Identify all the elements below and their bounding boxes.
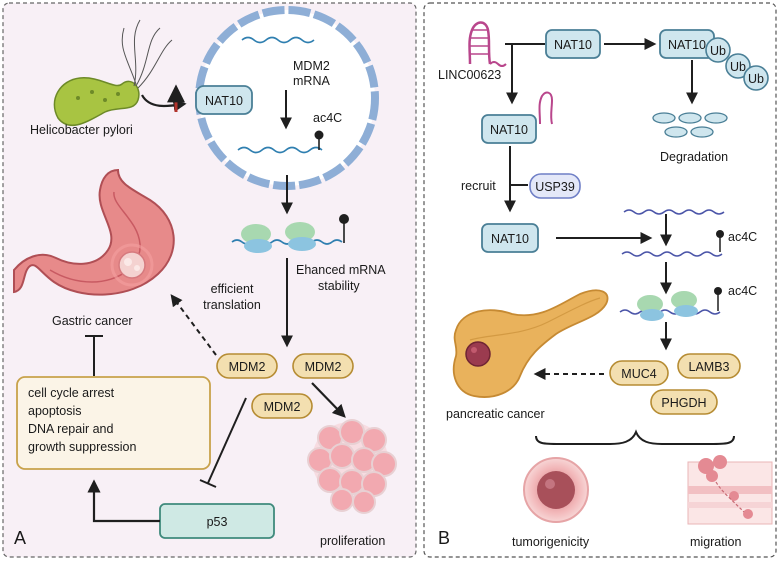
mdm2-pill-b — [292, 353, 354, 379]
mrna-strand-top — [241, 36, 315, 44]
efficient-translation-line2: translation — [203, 298, 261, 312]
degradation-label: Degradation — [660, 150, 728, 164]
lncrna-hairpin-icon — [468, 21, 507, 67]
migration-label: migration — [690, 535, 741, 549]
proliferation-cluster-icon — [307, 419, 397, 514]
brace-connector — [535, 429, 735, 445]
mdm2-inhibits-p53-bar — [199, 479, 217, 488]
tumorigenicity-label: tumorigenicity — [512, 535, 590, 549]
nat10-label-ub: NAT10 — [668, 38, 706, 52]
phgdh-label: PHGDH — [661, 396, 706, 410]
enhanced-stability-line1: Ehanced mRNA — [296, 263, 386, 277]
stomach-icon — [13, 168, 175, 296]
mdm2-pill-c — [251, 393, 313, 419]
ac4c-label-b1: ac4C — [728, 230, 757, 244]
outcome-line3: DNA repair and — [28, 422, 114, 436]
lamb3-label: LAMB3 — [689, 360, 730, 374]
linc00623-label: LINC00623 — [438, 68, 501, 82]
usp39-box — [529, 173, 581, 199]
nat10-label-top: NAT10 — [554, 38, 592, 52]
mdm2-pill-a — [216, 353, 278, 379]
recruit-label: recruit — [461, 179, 496, 193]
ub-circle-3 — [743, 65, 769, 91]
gastric-cancer-label: Gastric cancer — [52, 314, 133, 328]
mdm2-mrna-line1: MDM2 — [293, 59, 330, 73]
nat10-box-mid — [481, 223, 539, 253]
panel-a-letter: A — [14, 528, 26, 548]
panel-b-letter: B — [438, 528, 450, 548]
mdm2-label-b: MDM2 — [305, 360, 342, 374]
ub-circle-2 — [725, 53, 751, 79]
mdm2-label-c: MDM2 — [264, 400, 301, 414]
ribosome-b-icon — [619, 287, 722, 321]
usp39-label: USP39 — [535, 180, 575, 194]
mrna-strand-b1 — [623, 209, 725, 215]
bacterium-arrow — [141, 94, 187, 113]
pancreatic-cancer-label: pancreatic cancer — [446, 407, 545, 421]
phgdh-pill — [650, 389, 718, 415]
ac4c-label-b2: ac4C — [728, 284, 757, 298]
ac4c-mark-b1-icon — [716, 230, 724, 238]
ub-label-1: Ub — [710, 44, 726, 58]
nat10-box-lnc — [481, 114, 537, 144]
nat10-box-a — [195, 85, 253, 115]
mrna-strand-b2 — [621, 251, 723, 257]
outcome-line1: cell cycle arrest — [28, 386, 115, 400]
efficient-translation-line1: efficient — [211, 282, 254, 296]
outcome-line2: apoptosis — [28, 404, 82, 418]
tumor-cell-icon — [523, 457, 589, 523]
p53-label: p53 — [207, 515, 228, 529]
lnc-bound-icon — [538, 91, 554, 125]
p53-to-outcome-arrow — [87, 479, 160, 523]
mdm2-inhibits-p53-line — [207, 397, 247, 484]
ac4c-mark-icon — [314, 130, 324, 140]
mdm2-to-gastric-cancer-arrow — [170, 294, 217, 356]
proliferation-label: proliferation — [320, 534, 385, 548]
ribosome-mrna-icon — [231, 214, 349, 253]
muc4-label: MUC4 — [621, 367, 656, 381]
degradation-fragments-icon — [652, 112, 728, 138]
migration-icon — [687, 455, 773, 525]
mdm2-to-proliferation-arrow — [311, 382, 346, 418]
ub-label-3: Ub — [748, 72, 764, 86]
mdm2-mrna-line2: mRNA — [293, 74, 330, 88]
pancreas-icon — [452, 289, 609, 398]
mrna-strand-bottom — [237, 146, 323, 154]
mdm2-label-a: MDM2 — [229, 360, 266, 374]
nat10-label-mid: NAT10 — [491, 232, 529, 246]
lamb3-pill — [677, 353, 741, 379]
ub-label-2: Ub — [730, 60, 746, 74]
outcome-line4: growth suppression — [28, 440, 136, 454]
enhanced-stability-line2: stability — [318, 279, 360, 293]
nat10-label-a: NAT10 — [205, 94, 243, 108]
bacterium-label: Helicobacter pylori — [30, 123, 133, 137]
muc4-pill — [609, 360, 669, 386]
ub-circle-1 — [705, 37, 731, 63]
ac4c-label-a: ac4C — [313, 111, 342, 125]
nat10-label-lnc: NAT10 — [490, 123, 528, 137]
helicobacter-pylori-icon — [53, 19, 173, 126]
nat10-box-top — [545, 29, 601, 59]
outcome-box — [16, 376, 211, 470]
